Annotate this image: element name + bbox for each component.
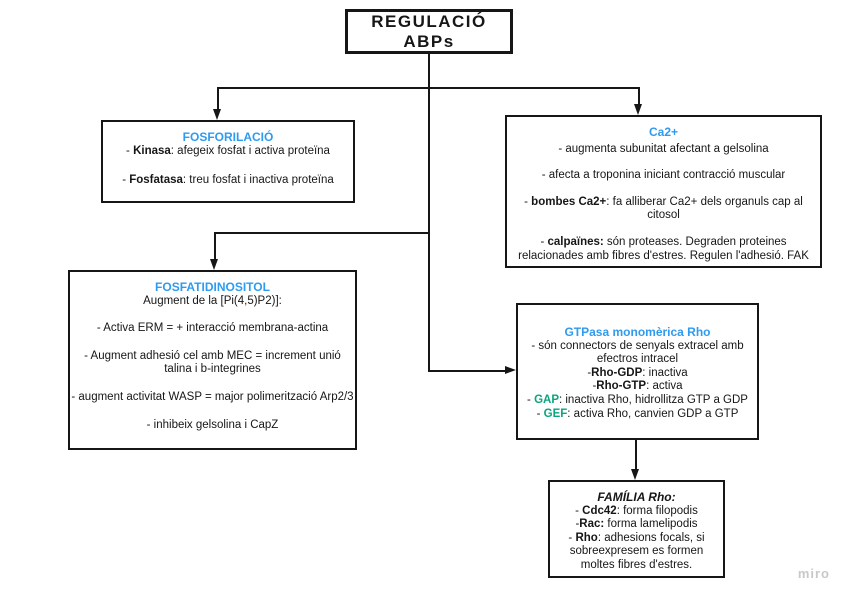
- text-line: - bombes Ca2+: fa alliberar Ca2+ dels or…: [524, 195, 803, 222]
- diagram-title: REGULACIÓ ABPs: [371, 11, 487, 51]
- text-line: -Rho-GDP: inactiva: [587, 366, 688, 379]
- box-fosfatidinositol-subtitle: Augment de la [Pi(4,5)P2)]:: [143, 294, 282, 307]
- text-line: - Rho: adhesions focals, si sobreexprese…: [568, 531, 705, 571]
- arrowhead-to-fosfatidinositol: [210, 259, 218, 270]
- arrowhead-to-familia: [631, 469, 639, 480]
- arrowhead-to-fosforilacio: [213, 109, 221, 120]
- box-familia-rho-title: FAMÍLIA Rho:: [597, 490, 676, 504]
- root-title-box[interactable]: REGULACIÓ ABPs: [345, 9, 513, 54]
- text-line: - Kinasa: afegeix fosfat i activa proteï…: [126, 144, 330, 157]
- text-line: - afecta a troponina iniciant contracció…: [541, 169, 786, 182]
- text-line: - Activa ERM = + interacció membrana-act…: [96, 322, 329, 335]
- branch-top-horizontal-line: [218, 87, 639, 89]
- box-gtpasa[interactable]: GTPasa monomèrica Rho - són connectors d…: [516, 303, 759, 440]
- arrowhead-to-ca2: [634, 104, 642, 115]
- box-fosforilacio[interactable]: FOSFORILACIÓ - Kinasa: afegeix fosfat i …: [101, 120, 355, 203]
- branch-mid-horizontal-line: [215, 232, 429, 234]
- arrow-line-to-gtpasa: [428, 370, 506, 372]
- text-line: - GAP: inactiva Rho, hidrollitza GTP a G…: [527, 393, 748, 406]
- text-line: - Fosfatasa: treu fosfat i inactiva prot…: [122, 174, 334, 187]
- text-line: - GEF: activa Rho, canvien GDP a GTP: [536, 407, 739, 420]
- arrow-line-to-fosforilacio: [217, 87, 219, 110]
- box-ca2-title: Ca2+: [648, 125, 679, 139]
- text-line: -Rho-GTP: activa: [592, 380, 683, 393]
- text-line: - inhibeix gelsolina i CapZ: [146, 418, 279, 431]
- text-line: - augment activitat WASP = major polimer…: [71, 390, 354, 403]
- arrow-line-to-fosfatidinositol: [214, 232, 216, 260]
- box-fosfatidinositol[interactable]: FOSFATIDINOSITOL Augment de la [Pi(4,5)P…: [68, 270, 357, 450]
- box-familia-rho[interactable]: FAMÍLIA Rho: - Cdc42: forma filopodis -R…: [548, 480, 725, 578]
- stem-line: [428, 54, 430, 372]
- box-ca2[interactable]: Ca2+ - augmenta subunitat afectant a gel…: [505, 115, 822, 268]
- arrowhead-to-gtpasa: [505, 366, 516, 374]
- miro-watermark[interactable]: miro: [797, 566, 830, 581]
- text-line: - Cdc42: forma filopodis: [575, 504, 698, 517]
- text-line: - són connectors de senyals extracel amb…: [531, 339, 744, 366]
- box-fosforilacio-title: FOSFORILACIÓ: [182, 130, 274, 144]
- box-gtpasa-title: GTPasa monomèrica Rho: [564, 325, 711, 339]
- text-line: - augmenta subunitat afectant a gelsolin…: [558, 142, 769, 155]
- box-fosfatidinositol-title: FOSFATIDINOSITOL: [155, 280, 270, 294]
- arrow-line-to-ca2: [638, 87, 640, 105]
- text-line: - Augment adhesió cel amb MEC = incremen…: [84, 349, 341, 376]
- arrow-line-to-familia: [635, 440, 637, 470]
- text-line: -Rac: forma lamelipodis: [575, 518, 698, 531]
- text-line: - calpaïnes: són proteases. Degraden pro…: [518, 235, 809, 262]
